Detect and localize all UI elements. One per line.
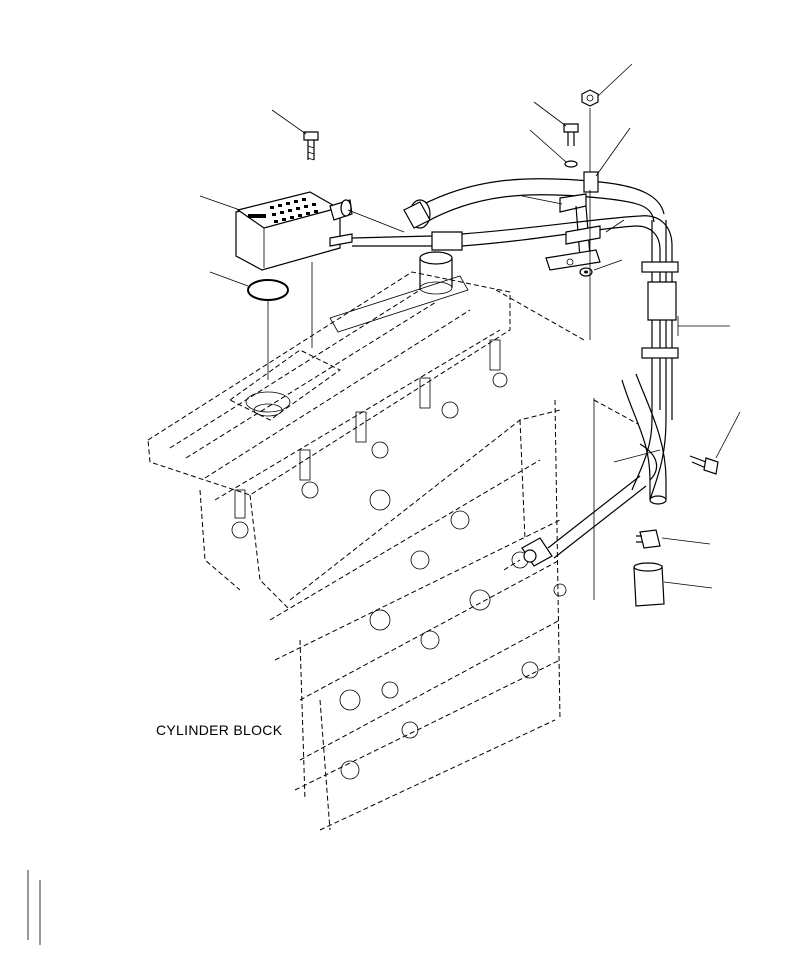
bolt-top-module [303,131,319,161]
alignment-dash-lower [503,559,521,571]
leader-bracket-lower [605,219,625,233]
breather-module [235,191,353,271]
vertical-pipe [621,220,679,505]
upper-hose [347,178,665,233]
lower-hose [351,215,673,251]
leader-washer [593,259,623,271]
alignment-dash-middle [593,399,639,425]
drain-pipe [521,475,647,567]
leader-bolt-bracket [533,101,567,127]
o-ring [247,279,289,301]
leader-washer-bracket [529,129,567,163]
leader-pipe-bracket [521,195,563,205]
nut-top [581,89,599,180]
leader-breather-module [199,195,241,211]
leader-bolt-top-module [271,109,307,135]
hose-clamp [583,171,599,193]
connector-fitting [636,529,661,549]
bolt-right [689,455,719,475]
pipe-bracket [545,193,601,271]
leader-outlet-hose [347,209,405,233]
leader-o-ring [209,271,249,287]
leader-drain-pipe [613,449,661,463]
leader-bolt-right [715,411,741,459]
hose-section [633,562,665,607]
alignment-dash-upper [495,289,585,341]
cylinder-block-outline [27,251,567,945]
leader-hose-section [663,581,713,589]
leader-nut-top [597,63,633,97]
washer [579,267,593,277]
cylinder-block-label: CYLINDER BLOCK [156,722,283,738]
leader-hose-clamp [595,127,631,177]
leader-connector-fitting [661,537,711,545]
bolt-bracket [563,123,579,168]
